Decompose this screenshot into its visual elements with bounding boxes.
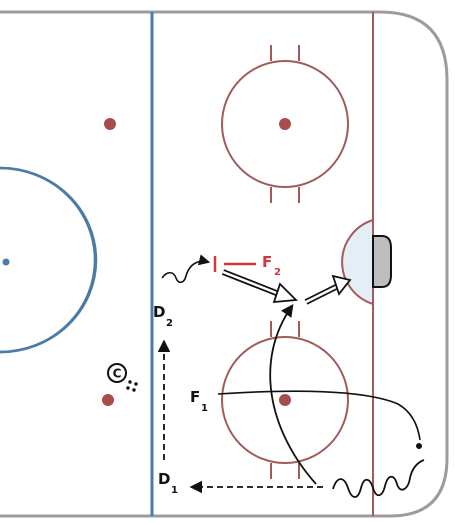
faceoff-circle-top (221, 45, 349, 203)
player-f2-sub: 2 (274, 267, 281, 278)
center-circle-arc (0, 166, 98, 354)
pass-arrow-2 (304, 274, 352, 305)
puck-carrier-wavy-path (332, 459, 425, 498)
coach-marker: C (107, 363, 138, 392)
player-d2-sub: 2 (166, 318, 173, 329)
puck (416, 443, 422, 449)
player-f1-sub: 1 (201, 403, 208, 414)
player-d1-sub: 1 (171, 485, 178, 496)
f1-skating-path (217, 390, 421, 441)
neutral-dot-top (104, 118, 116, 130)
player-d2-label: D (153, 303, 165, 321)
goal-crease (341, 218, 374, 306)
player-f1-label: F (190, 388, 200, 406)
pass-arrow-1 (221, 269, 298, 304)
player-f2-label: F (262, 253, 272, 271)
coach-symbol: C (113, 367, 122, 381)
cutting-skate-path (269, 303, 317, 485)
rink-boards (0, 10, 449, 518)
faceoff-circle-bottom (221, 321, 349, 479)
neutral-dot-bottom (102, 394, 114, 406)
d2-wavy-path (161, 254, 211, 284)
center-dot (2, 258, 10, 266)
goal-net (372, 235, 392, 288)
player-d1-label: D (158, 470, 170, 488)
